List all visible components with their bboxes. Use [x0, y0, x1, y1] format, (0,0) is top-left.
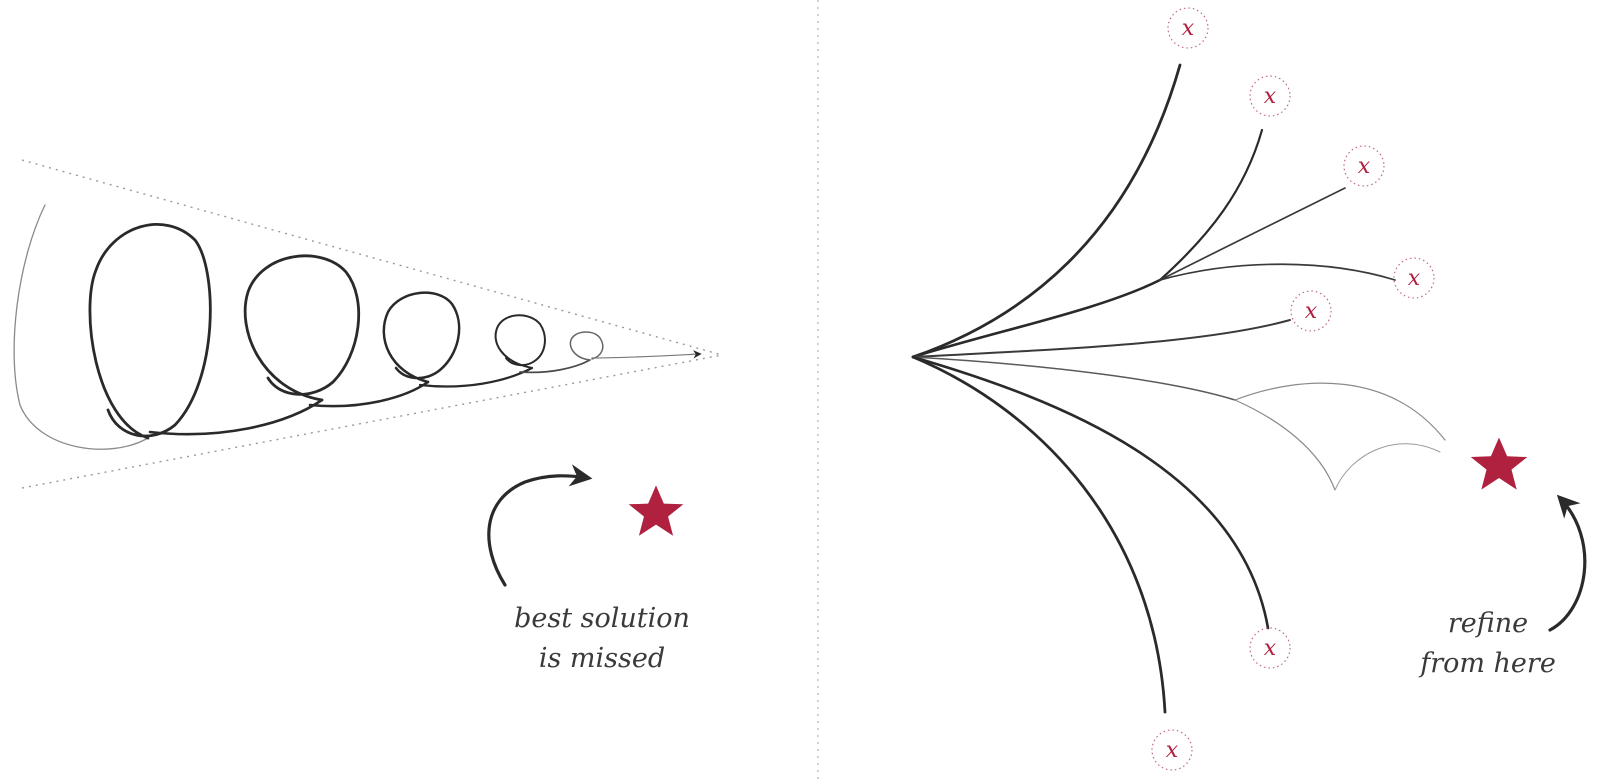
svg-text:x: x [1166, 738, 1179, 763]
branch-middle [912, 319, 1291, 358]
x-marker-icon: x [1249, 75, 1291, 117]
curved-arrow-icon [1548, 494, 1587, 632]
branch-near-target [912, 356, 1236, 401]
spiral-loop-1 [88, 223, 212, 440]
svg-text:x: x [1264, 636, 1277, 661]
x-marker-icon: x [1151, 729, 1193, 771]
right-panel: x x x x x x x refine from here [911, 7, 1587, 771]
branch-lower-b [911, 355, 1167, 714]
x-marker-icon: x [1249, 627, 1291, 669]
caption-is-missed: is missed [539, 643, 665, 674]
x-marker-icon: x [1393, 257, 1435, 299]
caption-refine: refine [1448, 608, 1528, 639]
branch-refine-c [1334, 443, 1441, 491]
svg-text:x: x [1408, 266, 1421, 291]
svg-text:x: x [1182, 16, 1195, 41]
cone-guide-lower [21, 354, 723, 489]
left-panel: best solution is missed [13, 159, 723, 674]
spiral-loop-5 [569, 331, 604, 361]
branching-paths [911, 63, 1446, 714]
branch-refine-b [1234, 399, 1336, 491]
svg-text:x: x [1358, 154, 1371, 179]
branch-refine-a [1234, 382, 1446, 441]
curved-arrow-icon [487, 464, 593, 587]
spiral-tail [13, 204, 149, 450]
branch-lower-a [911, 355, 1270, 630]
x-marker-icon: x [1343, 145, 1385, 187]
spiral-loop-4 [494, 314, 546, 369]
star-icon [1470, 437, 1528, 490]
spiral-link-3 [418, 366, 534, 388]
svg-text:x: x [1264, 84, 1277, 109]
branch-upper-trunk [911, 278, 1162, 359]
x-marker-icon: x [1290, 290, 1332, 332]
star-icon [628, 485, 684, 536]
branch-upper-c [1159, 263, 1396, 281]
spiral-loop-2 [243, 254, 361, 402]
caption-best-solution: best solution [514, 603, 690, 634]
branch-upper-b [1159, 187, 1346, 281]
branch-upper-a [1158, 128, 1264, 282]
x-marker-icon: x [1167, 7, 1209, 49]
spiral-link-2 [308, 380, 430, 408]
branch-top [911, 63, 1182, 359]
cone-guide-upper [21, 159, 723, 356]
spiral-exit [591, 350, 702, 359]
spiral-loop-3 [382, 291, 461, 384]
svg-text:x: x [1305, 299, 1318, 324]
spiral-link-4 [519, 359, 591, 374]
converging-spiral [13, 204, 702, 450]
caption-from-here: from here [1418, 648, 1556, 679]
spiral-link-1 [148, 398, 324, 436]
